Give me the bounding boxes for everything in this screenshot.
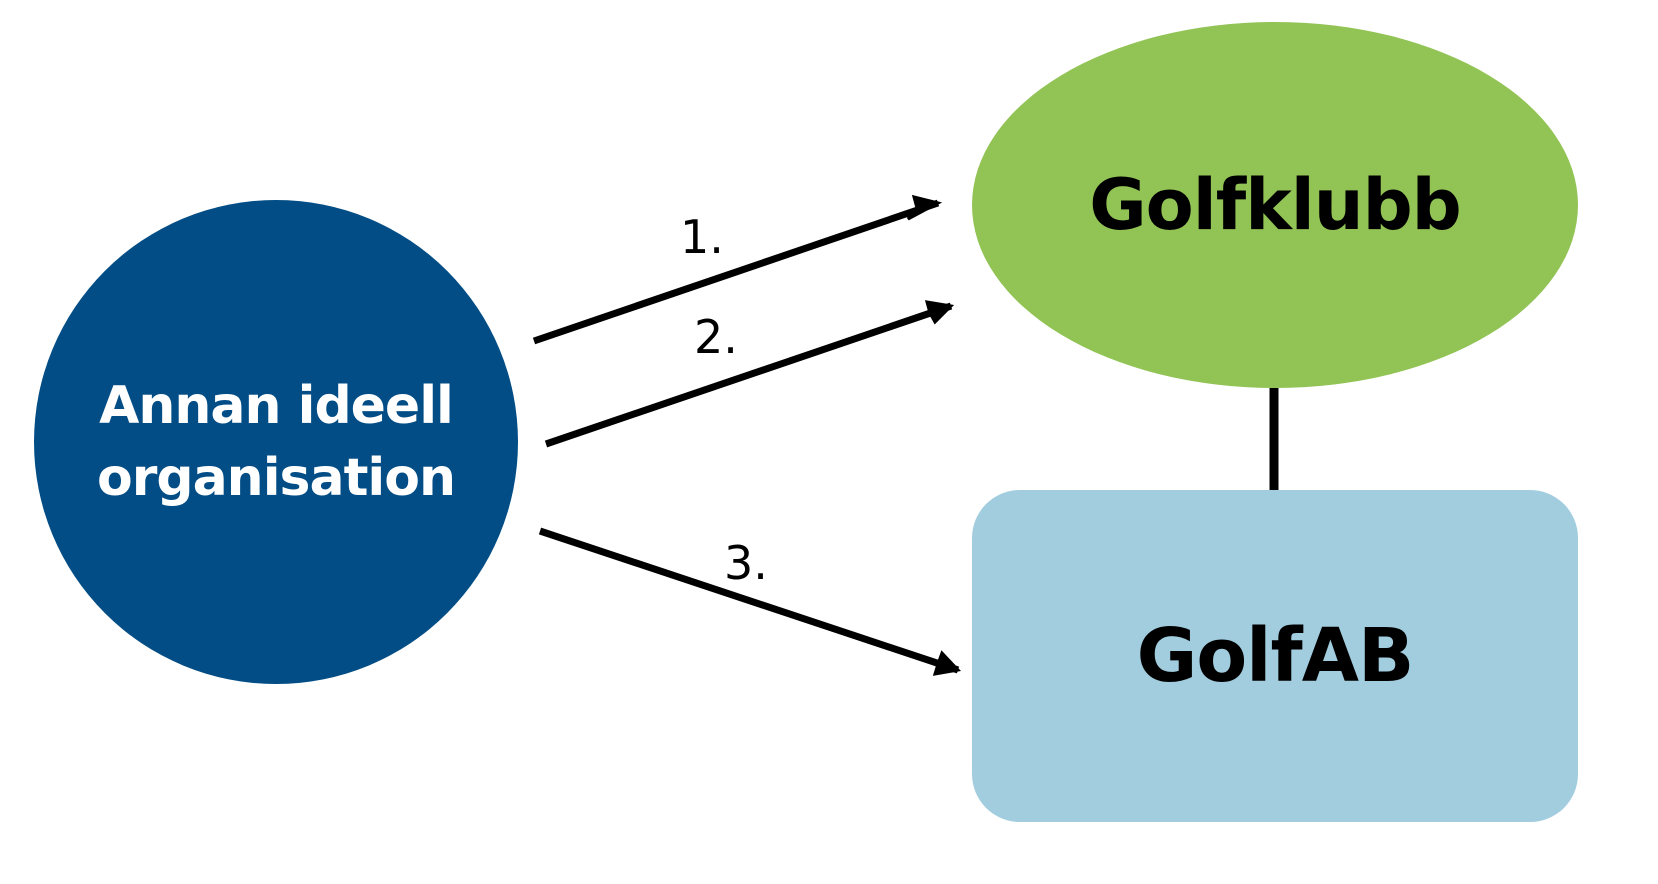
organisation-node: Annan ideell organisation: [34, 200, 518, 684]
edge-label-1: 1.: [680, 210, 724, 264]
organisation-label-line1: Annan ideell: [99, 376, 454, 436]
edge-arrowhead-2: [924, 300, 955, 325]
organisation-label-line2: organisation: [97, 448, 456, 508]
golfab-label: GolfAB: [1136, 613, 1415, 699]
edge-arrow-1: [532, 199, 940, 345]
edge-label-2: 2.: [694, 310, 738, 364]
golfklubb-label: Golfklubb: [1089, 164, 1462, 246]
organisation-label: Annan ideell organisation: [96, 370, 456, 514]
edge-arrow-3: [538, 527, 960, 674]
edge-arrow-2: [544, 302, 953, 448]
golfklubb-node: Golfklubb: [972, 22, 1578, 388]
edge-label-3: 3.: [724, 536, 768, 590]
edge-arrowhead-3: [932, 650, 962, 676]
edge-arrowhead-1: [906, 194, 943, 221]
golfab-node: GolfAB: [972, 490, 1578, 822]
